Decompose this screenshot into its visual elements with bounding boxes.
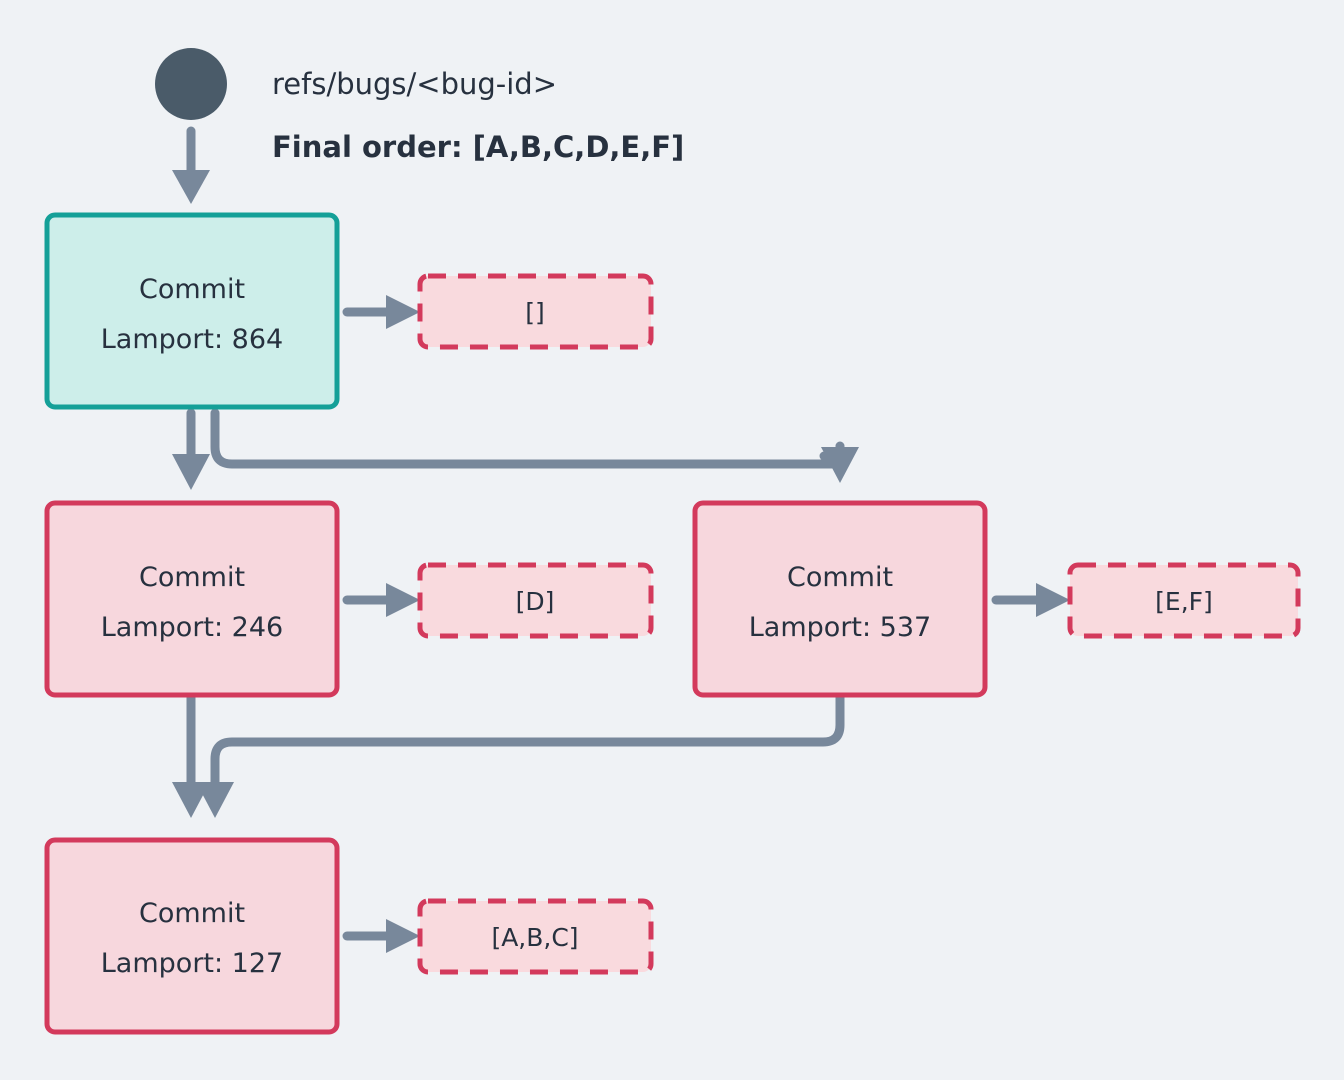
note-node-537-box xyxy=(1067,562,1301,639)
commit-node-537-lamport: Lamport: 537 xyxy=(749,612,931,643)
ref-start-dot xyxy=(155,48,227,120)
commit-node-246[interactable]: Commit Lamport: 246 xyxy=(44,500,340,698)
edge-c246-to-note xyxy=(342,583,420,617)
commit-node-537-box[interactable] xyxy=(692,500,988,698)
commit-node-864-box[interactable] xyxy=(44,212,340,410)
note-node-127: [A,B,C] xyxy=(417,898,654,975)
edge-start-to-c864 xyxy=(172,126,210,204)
note-node-127-box xyxy=(417,898,654,975)
commit-node-537[interactable]: Commit Lamport: 537 xyxy=(692,500,988,698)
edge-c864-to-c537 xyxy=(210,408,859,483)
edge-c127-to-note xyxy=(342,919,420,953)
edge-c864-to-note xyxy=(342,295,420,329)
commit-node-864[interactable]: Commit Lamport: 864 xyxy=(44,212,340,410)
note-node-864: [] xyxy=(417,273,654,350)
edge-c537-to-c127 xyxy=(196,692,845,818)
commit-node-246-title: Commit xyxy=(139,562,245,593)
note-node-864-box xyxy=(417,273,654,350)
commit-node-246-box[interactable] xyxy=(44,500,340,698)
note-node-864-text: [] xyxy=(525,298,545,327)
note-node-246-box xyxy=(417,562,654,639)
commit-node-127-box[interactable] xyxy=(44,837,340,1035)
commit-node-127-lamport: Lamport: 127 xyxy=(101,948,283,979)
commit-node-127[interactable]: Commit Lamport: 127 xyxy=(44,837,340,1035)
commit-node-127-title: Commit xyxy=(139,898,245,929)
note-node-537: [E,F] xyxy=(1067,562,1301,639)
ref-name-label: refs/bugs/<bug-id> xyxy=(272,67,557,101)
note-node-246: [D] xyxy=(417,562,654,639)
note-node-537-text: [E,F] xyxy=(1155,587,1213,616)
commit-node-246-lamport: Lamport: 246 xyxy=(101,612,283,643)
edge-c537-to-note xyxy=(991,583,1070,617)
edge-c246-to-c127 xyxy=(172,692,210,818)
commit-node-537-title: Commit xyxy=(787,562,893,593)
edge-c864-to-c246 xyxy=(172,408,210,490)
note-node-246-text: [D] xyxy=(516,587,555,616)
final-order-label: Final order: [A,B,C,D,E,F] xyxy=(272,130,684,164)
commit-node-864-title: Commit xyxy=(139,274,245,305)
commit-node-864-lamport: Lamport: 864 xyxy=(101,324,283,355)
note-node-127-text: [A,B,C] xyxy=(491,923,578,952)
